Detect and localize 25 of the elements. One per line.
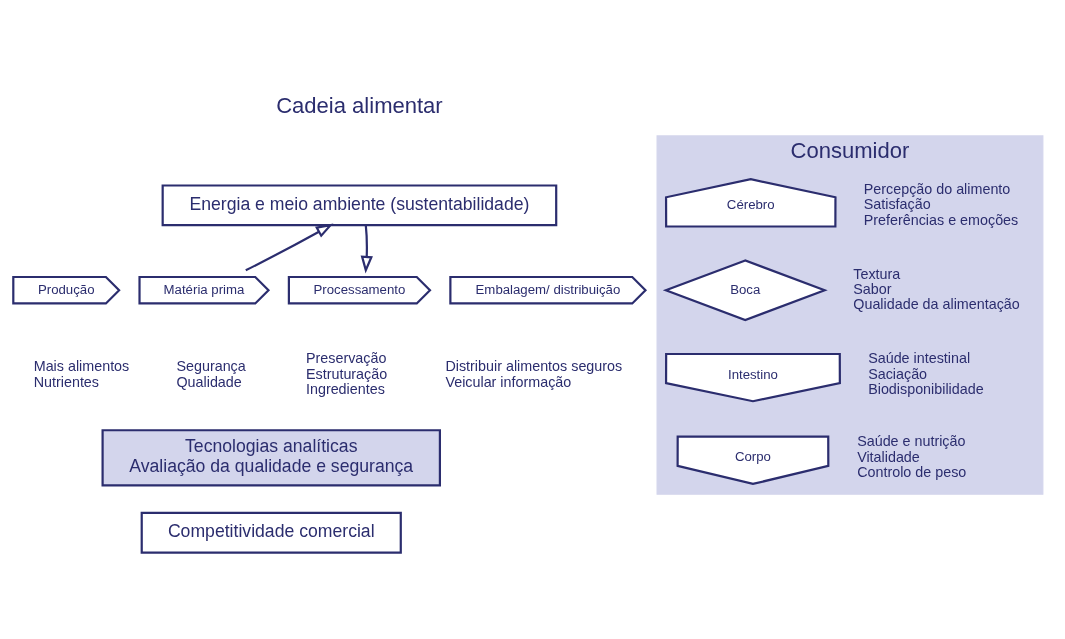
label: Cadeia alimentar: [276, 92, 443, 118]
node-label: Qualidade da alimentação: [853, 295, 1020, 312]
node-label: Vitalidade: [857, 448, 920, 465]
node-box: Competitividade comercial: [140, 511, 402, 554]
node-label: Sabor: [853, 280, 892, 297]
node-label: Controlo de peso: [857, 463, 967, 480]
node-box: Energia e meio ambiente (sustentabilidade): [161, 183, 558, 226]
node-label: Saúde intestinal: [868, 349, 971, 366]
arrow: [360, 224, 373, 273]
node-box: Tecnologias analíticas Avaliação da qualidade e segurança: [101, 428, 441, 486]
node-label: Preservação: [305, 349, 387, 366]
node-label: Preferências e emoções: [863, 211, 1019, 228]
node-label: Nutrientes: [33, 373, 100, 390]
node-label: Mais alimentos: [33, 357, 130, 374]
arrow: [245, 223, 334, 271]
node-label: Qualidade: [176, 373, 242, 390]
node-label: Saúde e nutrição: [857, 432, 966, 449]
node-label: Saciação: [868, 365, 928, 382]
node-label: Textura: [853, 265, 901, 282]
node-label: Segurança: [176, 357, 246, 374]
node-diamond: Boca: [662, 258, 828, 321]
node-label: Veicular informação: [445, 373, 572, 390]
node-label: Distribuir alimentos seguros: [445, 357, 623, 374]
node-label: Estruturação: [305, 365, 388, 382]
node-label: Percepção do alimento: [863, 180, 1011, 197]
